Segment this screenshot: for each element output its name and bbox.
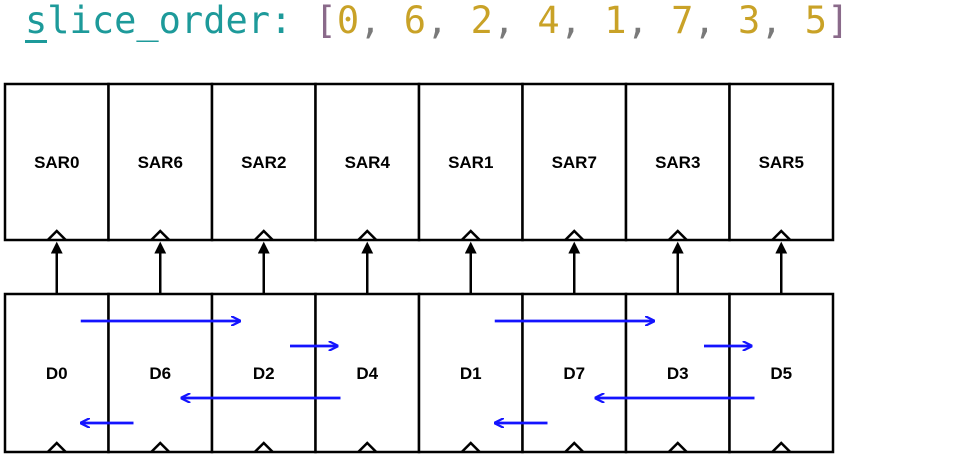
code-close-bracket: ]: [827, 0, 850, 42]
sar-block-label: SAR0: [34, 153, 79, 172]
sar-block-sar0: SAR0: [3, 82, 110, 242]
clock-input-icon: [357, 441, 378, 453]
sar-block-box: [107, 82, 214, 242]
blue-flow-arrows: [81, 321, 755, 423]
code-comma: ,: [359, 0, 404, 42]
clock-input-icon: [253, 441, 274, 453]
code-value: 7: [671, 0, 694, 42]
code-comma: ,: [693, 0, 738, 42]
clock-input-icon: [771, 441, 792, 453]
clock-input-icon: [564, 229, 585, 241]
clock-input-icon: [46, 229, 67, 241]
d-block-label: D6: [149, 364, 171, 383]
sar-block-sar2: SAR2: [210, 82, 317, 242]
sar-block-label: SAR5: [759, 153, 804, 172]
clock-input-icon: [150, 229, 171, 241]
sar-row: SAR0 SAR6 SAR2 SAR4 SAR1 SAR7 SAR3 SAR5: [3, 82, 835, 242]
d-block-d2: D2: [210, 292, 317, 454]
code-value: 3: [737, 0, 761, 42]
clock-input-icon: [253, 229, 274, 241]
d-block-d3: D3: [624, 292, 731, 454]
d-block-d1: D1: [417, 292, 524, 454]
sar-block-sar5: SAR5: [728, 82, 835, 242]
sar-block-label: SAR6: [138, 153, 183, 172]
d-block-label: D4: [356, 364, 378, 383]
sar-block-sar3: SAR3: [624, 82, 731, 242]
code-value: 6: [403, 0, 427, 42]
d-block-label: D1: [460, 364, 482, 383]
sar-block-box: [3, 82, 110, 242]
d-block-box: [728, 292, 835, 454]
clock-input-icon: [460, 441, 481, 453]
code-value: 0: [336, 0, 360, 42]
code-comma: ,: [492, 0, 538, 42]
d-block-box: [624, 292, 731, 454]
d-block-d6: D6: [107, 292, 214, 454]
clock-input-icon: [357, 229, 378, 241]
clock-input-icon: [46, 441, 67, 453]
sar-block-label: SAR7: [552, 153, 597, 172]
sar-block-box: [521, 82, 628, 242]
d-block-box: [314, 292, 421, 454]
sar-block-label: SAR4: [345, 153, 391, 172]
sar-block-sar6: SAR6: [107, 82, 214, 242]
code-colon: :: [270, 0, 293, 42]
d-block-d5: D5: [728, 292, 835, 454]
d-block-label: D0: [46, 364, 68, 383]
sar-block-box: [417, 82, 524, 242]
clock-input-icon: [667, 441, 688, 453]
sar-d-connectors: [50, 241, 788, 294]
code-value: 2: [470, 0, 493, 42]
text-cursor: [25, 40, 47, 43]
d-block-d0: D0: [3, 292, 110, 454]
slice-order-code-line: slice_order: [0, 6, 2, 4, 1, 7, 3, 5]: [0, 0, 957, 52]
clock-input-icon: [150, 441, 171, 453]
code-open-bracket: [: [314, 0, 337, 42]
code-key: slice_order: [25, 0, 271, 42]
code-comma: ,: [626, 0, 672, 42]
d-block-label: D7: [563, 364, 585, 383]
d-block-label: D2: [253, 364, 275, 383]
code-text: slice_order: [0, 6, 2, 4, 1, 7, 3, 5]: [25, 0, 849, 47]
d-block-d7: D7: [521, 292, 628, 454]
sar-block-sar7: SAR7: [521, 82, 628, 242]
code-comma: ,: [426, 0, 471, 42]
sar-block-sar1: SAR1: [417, 82, 524, 242]
clock-input-icon: [564, 441, 585, 453]
code-value: 1: [604, 0, 627, 42]
clock-input-icon: [667, 229, 688, 241]
sar-block-box: [624, 82, 731, 242]
sar-block-sar4: SAR4: [314, 82, 421, 242]
d-block-label: D5: [770, 364, 792, 383]
d-row: D0 D6 D2 D4 D1 D7 D3 D5: [3, 292, 835, 454]
sar-block-label: SAR2: [241, 153, 286, 172]
code-value: 4: [537, 0, 560, 42]
d-block-label: D3: [667, 364, 689, 383]
sar-block-box: [728, 82, 835, 242]
clock-input-icon: [460, 229, 481, 241]
sar-block-label: SAR3: [655, 153, 700, 172]
code-value: 5: [804, 0, 828, 42]
d-block-d4: D4: [314, 292, 421, 454]
sar-block-label: SAR1: [448, 153, 493, 172]
sar-block-box: [314, 82, 421, 242]
code-comma: ,: [559, 0, 605, 42]
code-comma: ,: [760, 0, 805, 42]
clock-input-icon: [771, 229, 792, 241]
